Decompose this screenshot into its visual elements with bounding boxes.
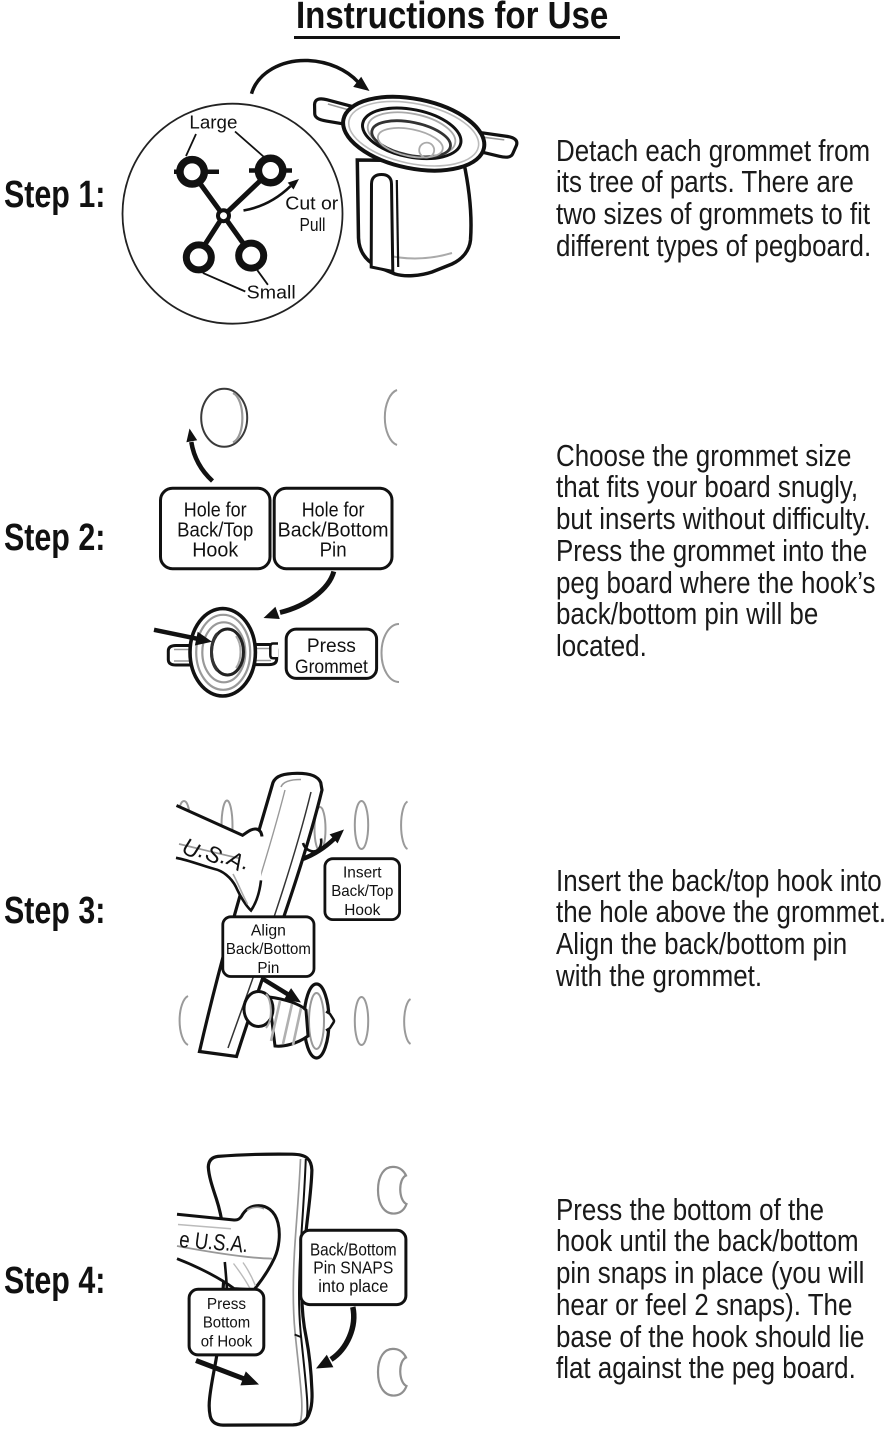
svg-text:Insert: Insert [343,864,382,881]
svg-text:Hook: Hook [192,539,239,562]
svg-text:Small: Small [247,281,296,302]
svg-text:Bottom: Bottom [203,1315,250,1332]
svg-text:Pin SNAPS: Pin SNAPS [313,1258,393,1278]
svg-text:Hook: Hook [344,902,381,919]
svg-text:Hole for: Hole for [302,498,365,521]
svg-text:into place: into place [318,1276,388,1296]
svg-text:Cut or: Cut or [285,193,338,214]
svg-text:Back/Top: Back/Top [177,519,253,542]
svg-text:Large: Large [189,112,237,133]
svg-text:Press: Press [207,1296,246,1313]
svg-text:Align: Align [251,923,286,940]
svg-text:Grommet: Grommet [295,656,368,678]
svg-text:Pin: Pin [320,539,347,562]
svg-text:Back/Top: Back/Top [331,883,393,900]
svg-text:Press: Press [307,635,356,657]
svg-text:Back/Bottom: Back/Bottom [226,941,311,958]
svg-text:of Hook: of Hook [201,1334,253,1351]
svg-text:Pin: Pin [257,960,279,977]
svg-text:Pull: Pull [300,214,326,235]
svg-text:Hole for: Hole for [184,498,247,521]
svg-text:Back/Bottom: Back/Bottom [310,1239,397,1259]
svg-text:Back/Bottom: Back/Bottom [278,519,389,542]
